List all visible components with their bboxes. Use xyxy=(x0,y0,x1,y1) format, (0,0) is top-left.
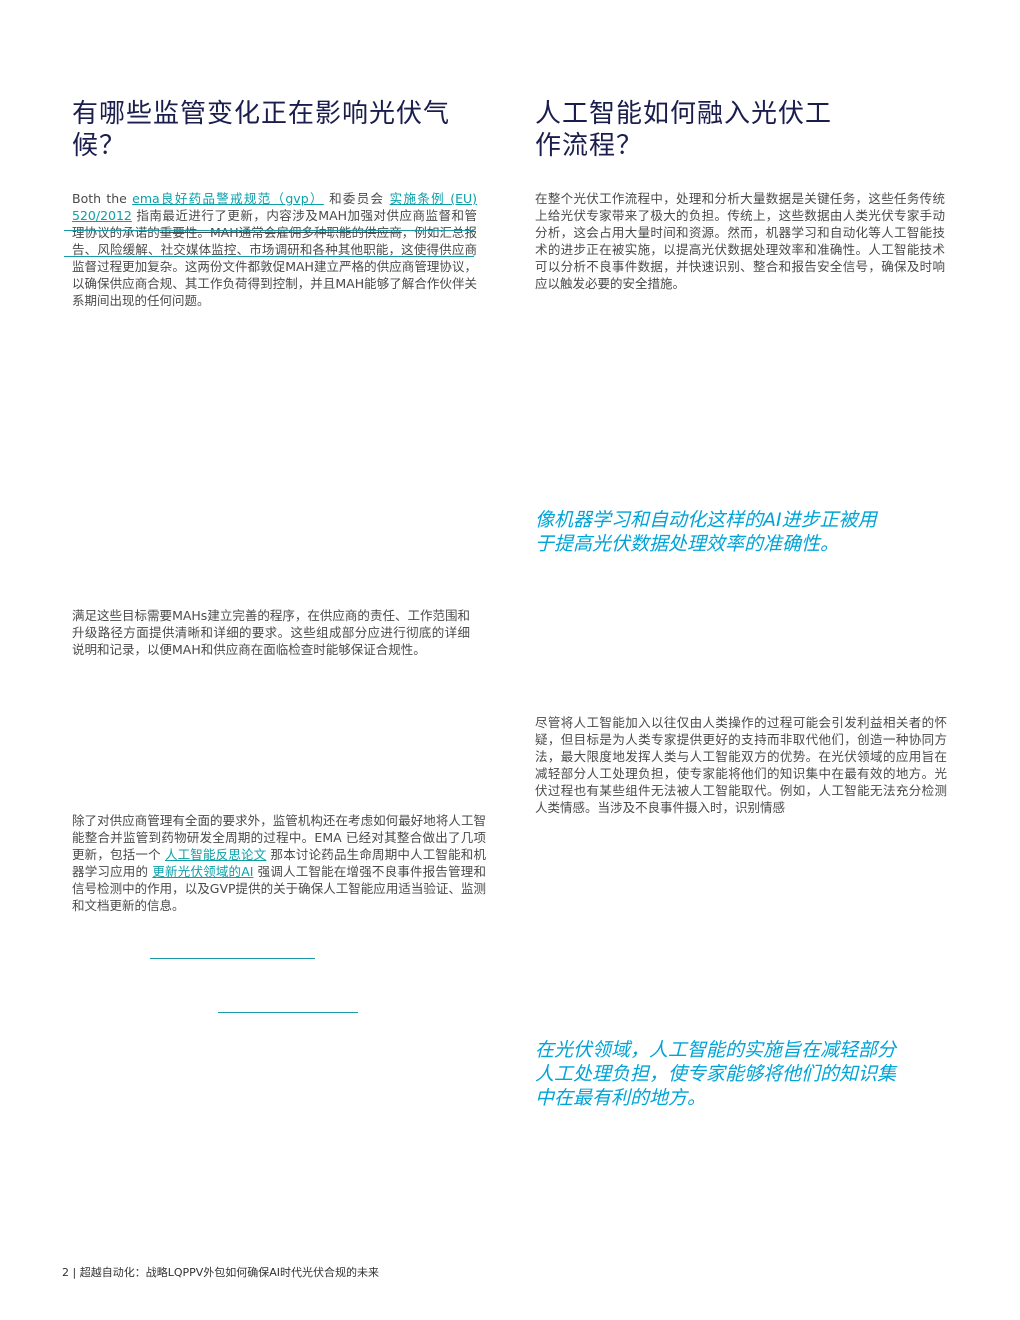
struck-text: 重要性。MAH通常会雇佣多种职能的供应商 xyxy=(159,225,402,240)
regulation-520-2012-link[interactable]: 实施条例 (EU) 520/2012 xyxy=(72,191,478,223)
right-heading-line1: 人工智能如何融入光伏工 xyxy=(535,99,833,129)
left-paragraph-2: 满足这些目标需要MAHs建立完善的程序，在供应商的责任、工作范围和升级路径方面提… xyxy=(72,608,470,657)
right-paragraph-2: 尽管将人工智能加入以往仅由人类操作的过程可能会引发利益相关者的怀疑，但目标是为人… xyxy=(535,715,947,815)
page-footer: 2 | 超越自动化：战略LQPPV外包如何确保AI时代光伏合规的未来 xyxy=(62,1266,380,1279)
divider-line xyxy=(218,1012,358,1013)
ai-reflection-paper-link[interactable]: 人工智能反思论文 xyxy=(164,847,267,862)
para-text: 除了对供应商管理有全面的要求外，监管机构还在考虑如何最好地将人工智能整合并监管到… xyxy=(72,813,486,862)
divider-line xyxy=(64,256,474,257)
para-text: 强调人工智能在增强不良事件报告管理和信号检测中的作用，以及GVP提供的关于确保人… xyxy=(72,864,486,913)
left-heading: 有哪些监管变化正在影响光伏气 候？ xyxy=(72,98,492,162)
left-heading-line2: 候？ xyxy=(72,131,127,161)
left-paragraph-1: Both the ema良好药品警戒规范（gvp） 和委员会 实施条例 (EU)… xyxy=(72,190,477,309)
right-heading-line2: 作流程？ xyxy=(535,131,644,161)
left-paragraph-3: 除了对供应商管理有全面的要求外，监管机构还在考虑如何最好地将人工智能整合并监管到… xyxy=(72,812,486,914)
para-text: 和委员会 xyxy=(323,191,390,206)
ema-gvp-link[interactable]: ema良好药品警戒规范（gvp） xyxy=(132,191,324,206)
para-text: ，例如汇总报告、风险缓解、社交媒体监控、市场调研和各种其他职能，这使得供应商监督… xyxy=(72,225,477,308)
para-text: Both the xyxy=(72,191,133,206)
para-text: 那本讨论药品生命周期中人工智能和机器学习应用的 xyxy=(72,847,486,879)
right-paragraph-1: 在整个光伏工作流程中，处理和分析大量数据是关键任务，这些任务传统上给光伏专家带来… xyxy=(535,191,945,291)
para-text: 指南最近进行了更新，内容涉及MAH加强对供应商监督和管理协议的承诺的 xyxy=(72,208,477,240)
pv-ai-update-link[interactable]: 更新光伏领域的AI xyxy=(152,864,254,879)
left-heading-line1: 有哪些监管变化正在影响光伏气 xyxy=(72,99,451,129)
pull-quote-1: 像机器学习和自动化这样的AI进步正被用于提高光伏数据处理效率的准确性。 xyxy=(535,509,877,555)
pull-quote-2: 在光伏领域，人工智能的实施旨在减轻部分人工处理负担，使专家能够将他们的知识集中在… xyxy=(535,1039,897,1109)
divider-line xyxy=(64,230,474,231)
right-heading: 人工智能如何融入光伏工 作流程？ xyxy=(535,98,955,162)
divider-line xyxy=(150,958,315,959)
